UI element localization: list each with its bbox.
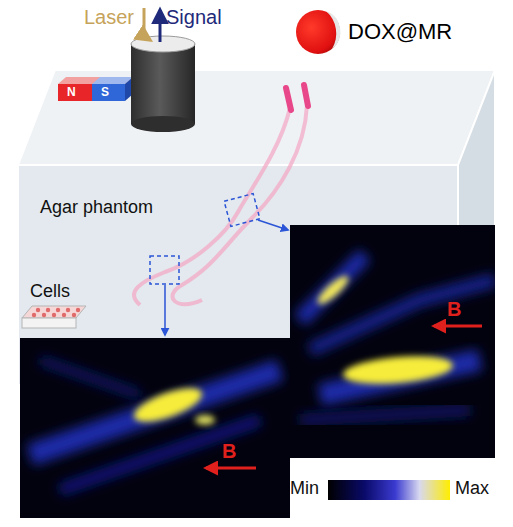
field-arrow — [206, 467, 256, 470]
particle-label: DOX@MR — [348, 20, 452, 44]
pa-image — [290, 225, 495, 458]
pa-signal — [300, 255, 495, 420]
phantom-top — [18, 70, 495, 165]
pole-label: N — [67, 86, 76, 99]
pointer-arrow — [258, 220, 288, 230]
transducer-body — [131, 44, 195, 124]
cell-dish — [22, 306, 86, 318]
particle-sphere — [296, 10, 340, 54]
tube-end — [304, 85, 308, 106]
tube-end — [286, 88, 291, 110]
transducer-top — [131, 36, 195, 52]
field-arrow — [434, 325, 482, 328]
signal-line — [159, 10, 162, 42]
tube — [173, 105, 307, 304]
region-box — [150, 256, 179, 284]
magnet-south — [92, 84, 125, 101]
particle-shell — [326, 11, 340, 49]
pole-label: S — [101, 86, 109, 99]
magnet-north — [58, 84, 92, 101]
magnet-top — [58, 77, 133, 84]
scale-label: Min — [290, 479, 319, 499]
cell-wells — [32, 308, 80, 317]
pointer-arrow — [164, 285, 166, 335]
cell-dish — [22, 318, 76, 328]
field-label: B — [447, 298, 461, 320]
pa-signal — [30, 360, 280, 490]
part-label: Agar phantom — [40, 198, 153, 218]
region-box — [224, 194, 260, 227]
laser-line — [144, 8, 150, 40]
beam-label: Laser — [84, 6, 134, 28]
scale-label: Max — [455, 479, 489, 499]
tube — [134, 108, 290, 305]
transducer-base — [131, 116, 195, 132]
part-label: Cells — [30, 282, 70, 302]
color-bar — [328, 480, 450, 500]
beam-label: Signal — [166, 6, 222, 28]
pa-image — [20, 338, 290, 518]
field-label: B — [222, 440, 236, 462]
